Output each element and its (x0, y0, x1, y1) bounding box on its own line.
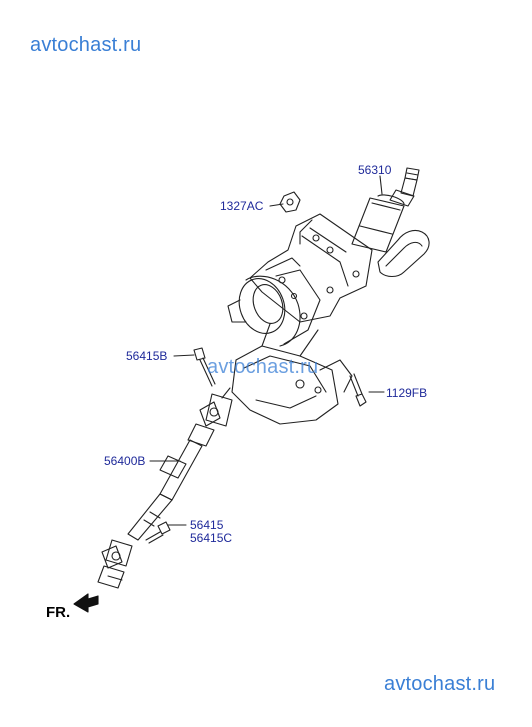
label-56415c[interactable]: 56415C (190, 531, 233, 545)
intermediate-shaft (127, 439, 203, 541)
direction-arrow (73, 593, 99, 613)
eps-motor (227, 269, 321, 347)
watermark-top[interactable]: avtochast.ru (30, 34, 142, 56)
watermark-center: avtochast.ru (207, 356, 319, 378)
label-56400b[interactable]: 56400B (104, 454, 146, 468)
tilt-lever (377, 229, 430, 278)
column-tube (351, 194, 405, 253)
front-direction-label: FR. (46, 604, 71, 621)
label-56415[interactable]: 56415 (190, 518, 224, 532)
lower-housing (231, 323, 353, 425)
lower-u-joint (97, 539, 133, 589)
watermark-bottom[interactable]: avtochast.ru (384, 673, 496, 695)
mounting-bracket (249, 213, 373, 323)
upper-shaft (389, 167, 420, 207)
label-56310[interactable]: 56310 (358, 163, 392, 177)
label-56415b[interactable]: 56415B (126, 349, 168, 363)
label-1327ac[interactable]: 1327AC (220, 199, 264, 213)
upper-u-joint (187, 387, 233, 447)
label-1129fb[interactable]: 1129FB (386, 386, 428, 400)
fasteners (145, 191, 367, 544)
leader-lines (149, 175, 385, 526)
